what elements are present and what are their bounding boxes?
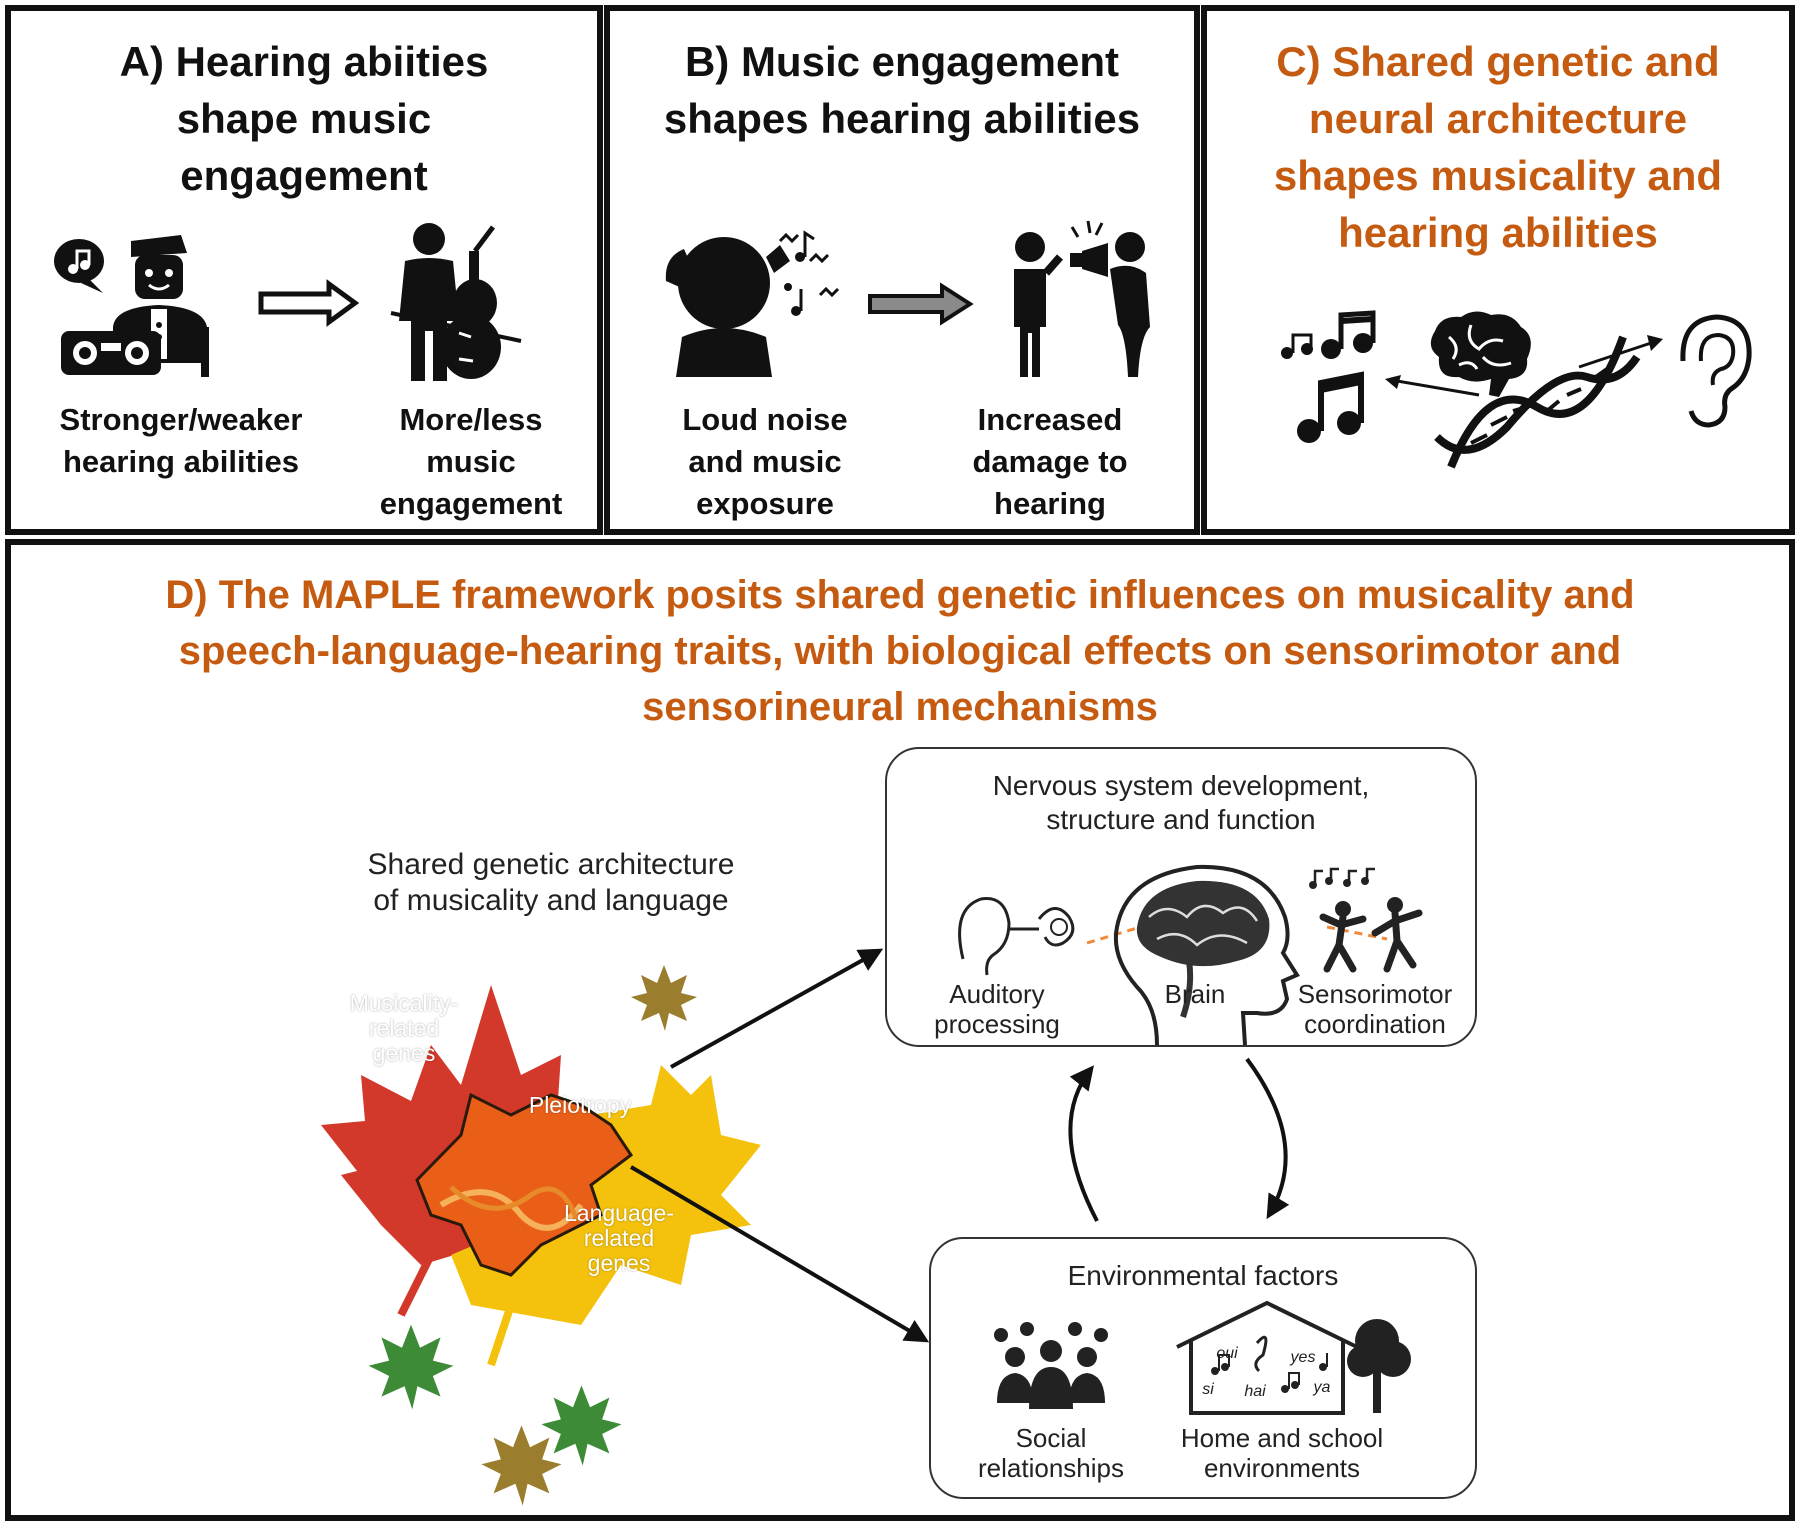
dancers-icon xyxy=(1309,867,1423,973)
maple-leaf-icon xyxy=(368,1324,454,1410)
right-arrow-gray-icon xyxy=(868,282,974,326)
panel-c: C) Shared genetic and neural architectur… xyxy=(1201,5,1795,535)
panel-b-title: B) Music engagement shapes hearing abili… xyxy=(663,38,1141,142)
nervous-system-box: Nervous system development, structure an… xyxy=(885,747,1477,1047)
maple-leaf-icon xyxy=(481,1425,562,1506)
genetic-architecture-heading: Shared genetic architecture of musicalit… xyxy=(367,848,735,917)
nervous-system-heading: Nervous system development, structure an… xyxy=(992,770,1370,835)
language-genes-label: Language- related genes xyxy=(564,1200,674,1276)
panel-a-left-caption: Stronger/weaker hearing abilities xyxy=(59,402,303,479)
panel-d: D) The MAPLE framework posits shared gen… xyxy=(5,539,1795,1521)
auditory-ear-icon xyxy=(958,897,1075,976)
maple-leaf-icon xyxy=(631,965,697,1031)
home-school-environments-label: Home and school environments xyxy=(1180,1423,1384,1483)
musicality-genes-label: Musicality- related genes xyxy=(349,990,459,1066)
house-tree-icon xyxy=(1176,1300,1411,1415)
panel-a: A) Hearing abiities shape music engageme… xyxy=(5,5,603,535)
connector-arrows xyxy=(629,948,1290,1343)
pleiotropy-label: Pleiotropy xyxy=(528,1092,632,1118)
right-arrow-outline-icon xyxy=(258,279,360,327)
house-word-ya: ya xyxy=(1313,1379,1331,1396)
house-word-si: si xyxy=(1202,1381,1214,1398)
dj-person-icon xyxy=(54,235,209,377)
environmental-factors-heading: Environmental factors xyxy=(1067,1260,1339,1291)
megaphone-shout-icon xyxy=(1014,220,1150,377)
maple-leaf-icon xyxy=(541,1385,622,1466)
panel-a-right-caption: More/less music engagement xyxy=(379,402,563,521)
panel-b-left-caption: Loud noise and music exposure xyxy=(682,402,848,521)
panel-c-title: C) Shared genetic and neural architectur… xyxy=(1273,38,1723,256)
covered-ears-icon xyxy=(665,230,840,377)
panel-b: B) Music engagement shapes hearing abili… xyxy=(604,5,1200,535)
music-note-icon xyxy=(1281,310,1376,443)
auditory-processing-label: Auditory processing xyxy=(934,979,1060,1039)
cellist-icon xyxy=(390,223,522,381)
brain-label: Brain xyxy=(1164,979,1226,1009)
ear-icon xyxy=(1680,314,1752,428)
panel-a-title: A) Hearing abiities shape music engageme… xyxy=(119,38,489,199)
left-arrow-small-icon xyxy=(1385,375,1480,397)
dna-icon xyxy=(1434,335,1641,469)
maple-leaf-icon xyxy=(321,985,761,1367)
people-group-icon xyxy=(994,1322,1108,1409)
house-word-hai: hai xyxy=(1244,1383,1266,1400)
social-relationships-label: Social relationships xyxy=(978,1423,1124,1483)
panel-b-right-caption: Increased damage to hearing xyxy=(972,402,1128,521)
brain-icon xyxy=(1430,311,1531,397)
right-arrow-small-icon xyxy=(1578,335,1663,369)
brain-icon xyxy=(1113,864,1300,1046)
sensorimotor-coordination-label: Sensorimotor coordination xyxy=(1297,979,1453,1039)
environmental-factors-box: Environmental factors oui yes si hai ya … xyxy=(929,1237,1477,1499)
panel-d-title: D) The MAPLE framework posits shared gen… xyxy=(165,573,1635,729)
house-word-oui: oui xyxy=(1216,1345,1238,1362)
house-word-yes: yes xyxy=(1290,1349,1316,1366)
